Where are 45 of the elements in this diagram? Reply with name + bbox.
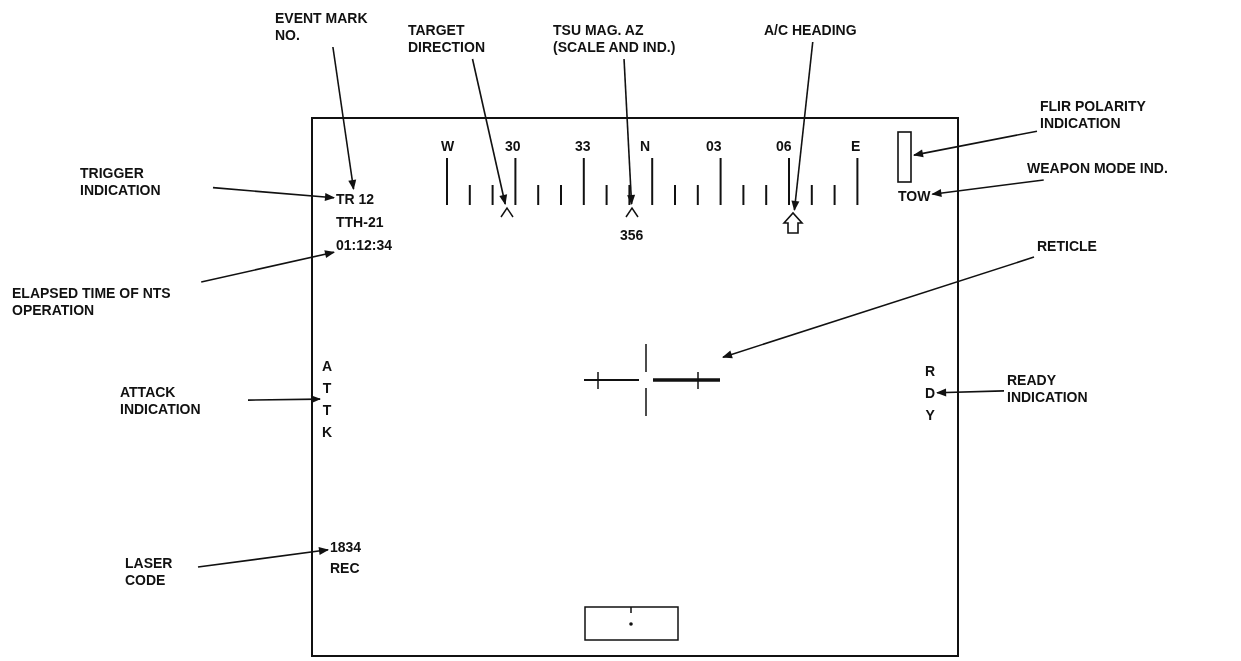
callout-arrow [471, 58, 508, 205]
heading-arrow-icon [783, 212, 803, 234]
compass-label: N [640, 138, 651, 155]
vertical-readout: A T T K [322, 355, 333, 443]
callout-arrow [936, 388, 1005, 397]
callout-arrow [200, 250, 335, 283]
display-readout: REC [330, 560, 360, 577]
callout-label: LASER CODE [125, 555, 195, 589]
callout-arrow [931, 179, 1045, 197]
callout-arrow [623, 58, 636, 205]
compass-label: 33 [575, 138, 591, 155]
callout-label: READY INDICATION [1007, 372, 1127, 406]
compass-label: 03 [706, 138, 722, 155]
callout-label: A/C HEADING [764, 22, 864, 39]
compass-label: E [851, 138, 861, 155]
compass-label: 06 [776, 138, 792, 155]
reticle-drawing [583, 343, 721, 417]
display-readout: 1834 [330, 539, 362, 556]
caret-marker [499, 206, 515, 218]
callout-label: TRIGGER INDICATION [80, 165, 210, 199]
callout-label: EVENT MARK NO. [275, 10, 385, 44]
callout-label: ATTACK INDICATION [120, 384, 245, 418]
callout-arrow [197, 547, 329, 568]
display-readout: TR 12 [336, 191, 375, 208]
display-readout: 356 [620, 227, 644, 244]
polarity-bar [897, 131, 912, 183]
display-readout: TOW [898, 188, 931, 205]
callout-label: TARGET DIRECTION [408, 22, 528, 56]
display-readout: TTH-21 [336, 214, 384, 231]
compass-label: W [441, 138, 455, 155]
callout-label: WEAPON MODE IND. [1027, 160, 1241, 177]
compass-label: 30 [505, 138, 521, 155]
vertical-readout: R D Y [925, 360, 936, 426]
caret-marker [624, 206, 640, 218]
display-readout: 01:12:34 [336, 237, 393, 254]
callout-label: TSU MAG. AZ (SCALE AND IND.) [553, 22, 693, 56]
callout-arrow [332, 46, 357, 190]
callout-arrow [212, 186, 335, 201]
callout-label: ELAPSED TIME OF NTS OPERATION [12, 285, 212, 319]
display-readout: RETICLE [1037, 238, 1097, 255]
callout-arrow [247, 395, 321, 404]
callout-arrow [913, 130, 1038, 158]
callout-arrow [791, 41, 814, 211]
callout-label: FLIR POLARITY INDICATION [1040, 98, 1200, 132]
callout-arrow [722, 256, 1035, 359]
